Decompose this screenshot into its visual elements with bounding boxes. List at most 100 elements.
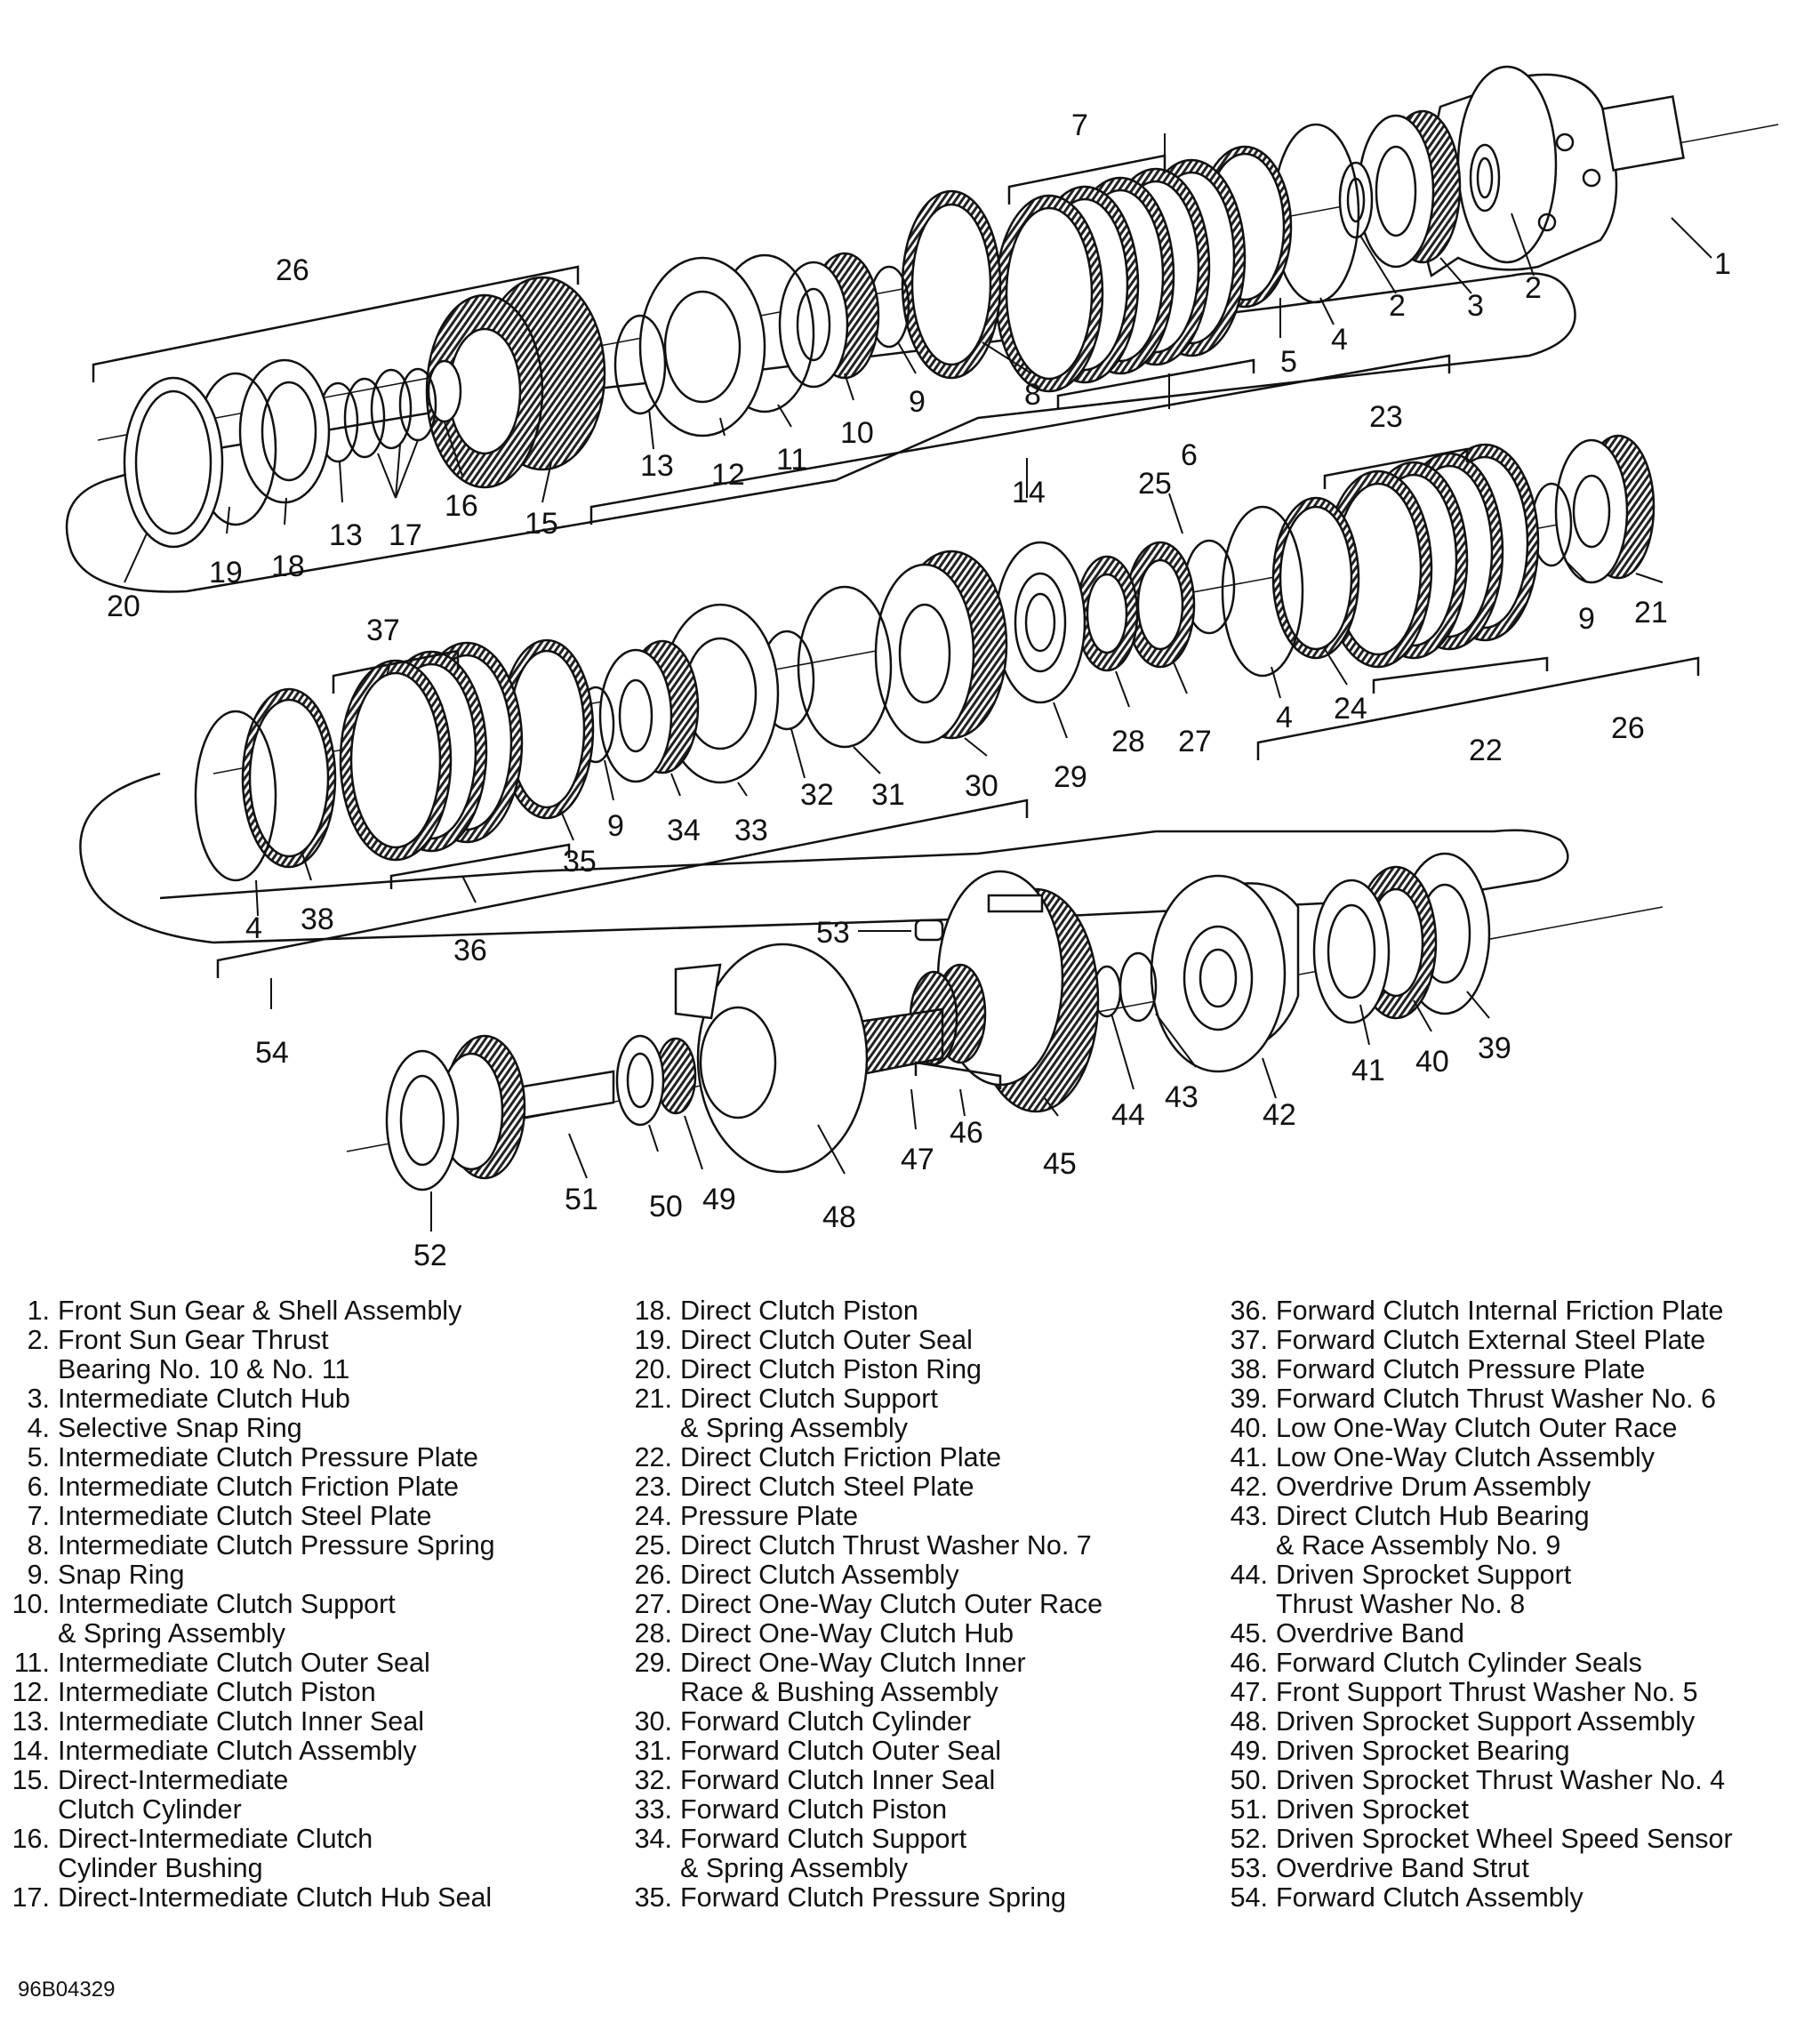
assembly-outline-lower [79, 772, 1569, 944]
callout-51: 51 [565, 1183, 598, 1216]
legend-number: 38. [1230, 1354, 1268, 1384]
callout-49: 49 [702, 1183, 736, 1216]
legend-text-continuation: & Race Assembly No. 9 [1276, 1530, 1561, 1561]
legend-text: Direct-Intermediate [58, 1765, 289, 1795]
legend-number: 40. [1230, 1413, 1268, 1443]
legend-text: Selective Snap Ring [58, 1413, 302, 1443]
part-42-overdrive-drum [1150, 874, 1300, 1073]
callout-36: 36 [453, 934, 487, 967]
callout-3: 3 [1467, 289, 1484, 323]
legend-text: Intermediate Clutch Pressure Spring [58, 1530, 495, 1561]
callout-23: 23 [1369, 400, 1403, 434]
legend-number: 29. [634, 1648, 672, 1678]
legend-item: 9. Snap Ring [0, 1561, 495, 1590]
part-51-driven-sprocket [438, 1034, 615, 1180]
legend-item: 51.Driven Sprocket [1218, 1795, 1733, 1825]
legend-text: Low One-Way Clutch Assembly [1276, 1442, 1656, 1472]
legend-item: 26.Direct Clutch Assembly [622, 1561, 1102, 1590]
legend-item: 41. Low One-Way Clutch Assembly [1218, 1443, 1733, 1472]
callout-47: 47 [901, 1143, 934, 1176]
legend-item: 16.Direct-Intermediate Clutch [0, 1825, 495, 1854]
legend-number: 21. [634, 1384, 672, 1414]
legend-text: Overdrive Band Strut [1276, 1853, 1529, 1883]
bracket-23 [1323, 447, 1469, 489]
part-43-hub-bearing [1118, 951, 1158, 1023]
legend-text: Direct Clutch Support [680, 1384, 938, 1414]
legend-text: Intermediate Clutch Friction Plate [58, 1472, 459, 1502]
legend-number: 7. [27, 1501, 50, 1531]
legend-text: Snap Ring [58, 1560, 185, 1590]
legend-item: 47.Front Support Thrust Washer No. 5 [1218, 1678, 1733, 1707]
legend-number: 41. [1230, 1442, 1268, 1472]
leader-lines [124, 133, 1712, 1232]
legend-item: 22.Direct Clutch Friction Plate [622, 1443, 1102, 1472]
part-13-inner-seal-a [613, 314, 667, 415]
legend-number: 37. [1230, 1325, 1268, 1355]
legend-item: 35.Forward Clutch Pressure Spring [622, 1883, 1102, 1913]
bracket-14 [589, 354, 1451, 525]
legend-number: 35. [634, 1882, 672, 1913]
part-2-thrust-bearing-b [1338, 161, 1374, 239]
legend-item: 11.Intermediate Clutch Outer Seal [0, 1649, 495, 1678]
legend-text: Overdrive Drum Assembly [1276, 1472, 1591, 1502]
legend-number: 25. [634, 1530, 672, 1561]
legend-number: 1. [27, 1296, 50, 1326]
callout-6: 6 [1181, 438, 1198, 472]
bracket-6 [1056, 358, 1255, 409]
assembly-outline-upper [65, 272, 1576, 593]
legend-number: 43. [1230, 1501, 1268, 1531]
legend-number: 33. [634, 1794, 672, 1825]
legend-number: 2. [27, 1325, 50, 1355]
legend-text-continuation: Race & Bushing Assembly [680, 1677, 998, 1707]
legend-item: 18.Direct Clutch Piston [622, 1296, 1102, 1326]
legend-text: Direct Clutch Assembly [680, 1560, 959, 1590]
legend-item: 5.Intermediate Clutch Pressure Plate [0, 1443, 495, 1472]
legend-number: 9. [27, 1560, 50, 1590]
bracket-54 [216, 798, 1029, 978]
legend-item: 32.Forward Clutch Inner Seal [622, 1766, 1102, 1795]
callout-28: 28 [1111, 725, 1145, 758]
legend-item: 10.Intermediate Clutch Support [0, 1590, 495, 1619]
callout-33: 33 [734, 814, 768, 847]
callout-2: 2 [1525, 271, 1542, 305]
legend-number: 28. [634, 1618, 672, 1649]
legend-text: Intermediate Clutch Piston [58, 1677, 376, 1707]
legend-text: Driven Sprocket Wheel Speed Sensor [1276, 1824, 1733, 1854]
callout-14: 14 [1012, 476, 1046, 510]
legend-item: 7.Intermediate Clutch Steel Plate [0, 1502, 495, 1531]
legend-text: Driven Sprocket Bearing [1276, 1736, 1570, 1766]
legend-item: 44.Driven Sprocket Support [1218, 1561, 1733, 1590]
callout-4: 4 [1276, 701, 1293, 734]
callout-30: 30 [965, 769, 998, 803]
legend-number: 53. [1230, 1853, 1268, 1883]
legend-item: 2.Front Sun Gear Thrust [0, 1326, 495, 1355]
callout-16: 16 [445, 489, 478, 523]
legend-number: 13. [12, 1706, 50, 1737]
legend-text: Low One-Way Clutch Outer Race [1276, 1413, 1678, 1443]
legend-number: 52. [1230, 1824, 1268, 1854]
legend-item: 46.Forward Clutch Cylinder Seals [1218, 1649, 1733, 1678]
legend-column-3: 36.Forward Clutch Internal Friction Plat… [1218, 1296, 1733, 1913]
legend-number: 42. [1230, 1472, 1268, 1502]
callout-50: 50 [649, 1190, 683, 1224]
callout-8: 8 [1024, 378, 1041, 412]
legend-text: Direct-Intermediate Clutch [58, 1824, 373, 1854]
legend-number: 4. [27, 1413, 50, 1443]
legend-text: Forward Clutch Cylinder [680, 1706, 972, 1737]
legend-number: 24. [634, 1501, 672, 1531]
bracket-37 [332, 649, 460, 694]
legend-item: 42. Overdrive Drum Assembly [1218, 1472, 1733, 1502]
legend-item: 25.Direct Clutch Thrust Washer No. 7 [622, 1531, 1102, 1561]
part-30-forward-cylinder [874, 550, 1008, 744]
part-6-7-clutch-plates [994, 158, 1247, 393]
callout-42: 42 [1263, 1098, 1296, 1132]
part-2-thrust-bearing-a [1469, 143, 1501, 213]
legend-text: Forward Clutch Support [680, 1824, 967, 1854]
legend-number: 11. [13, 1648, 50, 1678]
legend-item: 17.Direct-Intermediate Clutch Hub Seal [0, 1883, 495, 1913]
legend-text-continuation: Thrust Washer No. 8 [1276, 1589, 1526, 1619]
legend-text: Direct Clutch Piston [680, 1296, 918, 1326]
legend-text: Forward Clutch Internal Friction Plate [1276, 1296, 1724, 1326]
legend-item: 20.Direct Clutch Piston Ring [622, 1355, 1102, 1384]
